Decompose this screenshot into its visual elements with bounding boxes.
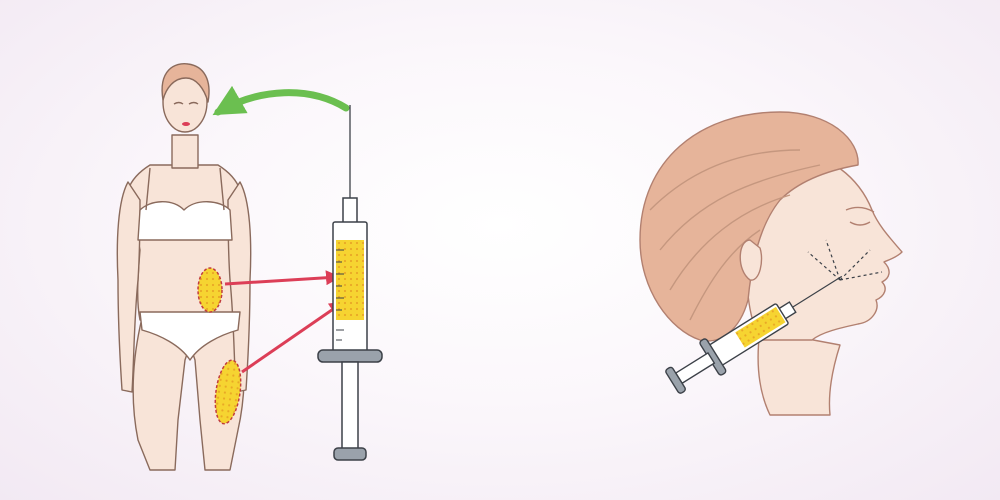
plunger-thumb [333,447,367,461]
face-syringe-icon [665,275,843,394]
hair-strands [649,149,821,321]
thigh-fat-patch [214,359,242,425]
underwear [139,311,241,361]
eye-right [188,101,199,105]
injection-pattern [807,239,883,281]
injection-line-2 [839,249,871,281]
abdomen-fat-patch [197,267,223,313]
woman-figure [116,63,252,471]
face-plunger-rod [674,351,716,385]
bra-strap-left [145,167,151,211]
torso [127,164,243,321]
green-arrow-to-face [212,85,350,116]
syringe-gradations [336,249,344,341]
profile-neck [757,329,841,416]
red-arrow-abdomen [224,270,341,286]
profile-ear [739,239,763,281]
injection-line-1 [807,251,841,281]
eye-left [173,101,184,105]
syringe-flange [317,349,383,363]
syringe-hub [342,197,358,225]
profile-eye [849,221,871,226]
bra-strap-right [219,167,225,211]
injection-line-3 [839,271,883,281]
face-needle [790,275,843,309]
lips [182,122,190,126]
woman-hair [161,63,210,103]
face-syringe-fat-fill [735,306,786,348]
neck [171,134,199,169]
red-arrow-thigh [241,301,345,374]
profile-brow [845,206,875,213]
head-profile [639,111,903,416]
injection-line-4 [825,239,841,281]
bra [137,201,233,241]
left-arm [116,181,141,393]
face-plunger-thumb [665,366,686,394]
syringe-fat-fill [336,240,364,320]
syringe-icon [317,105,383,461]
right-arm [227,181,252,393]
plunger-rod [341,361,359,451]
